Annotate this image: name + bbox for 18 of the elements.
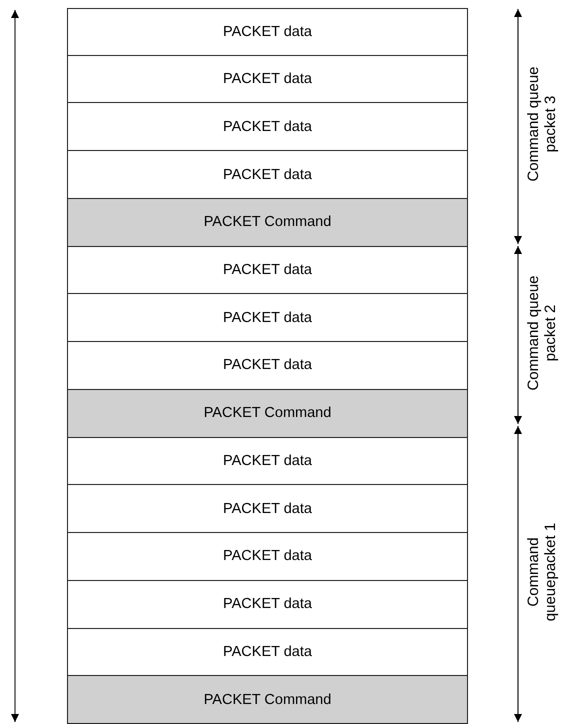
data-packet-row: PACKET data	[67, 628, 468, 676]
command-packet-row: PACKET Command	[67, 388, 468, 438]
command-packet-row: PACKET Command	[67, 198, 468, 247]
data-packet-row: PACKET data	[67, 532, 468, 581]
data-packet-row: PACKET data	[67, 8, 468, 56]
data-packet-row: PACKET data	[67, 293, 468, 342]
data-packet-row: PACKET data	[67, 341, 468, 390]
data-packet-row: PACKET data	[67, 436, 468, 486]
data-packet-row: PACKET data	[67, 150, 468, 199]
queue-label: Command queue packet 2	[525, 274, 559, 393]
data-packet-row: PACKET data	[67, 484, 468, 534]
queue-label: Command queue packet 3	[525, 65, 559, 184]
data-packet-row: PACKET data	[67, 102, 468, 152]
data-packet-row: PACKET data	[67, 580, 468, 629]
data-packet-row: PACKET data	[67, 246, 468, 294]
queue-label: Command queuepacket 1	[525, 522, 559, 622]
data-packet-row: PACKET data	[67, 54, 468, 104]
command-packet-row: PACKET Command	[67, 675, 468, 724]
